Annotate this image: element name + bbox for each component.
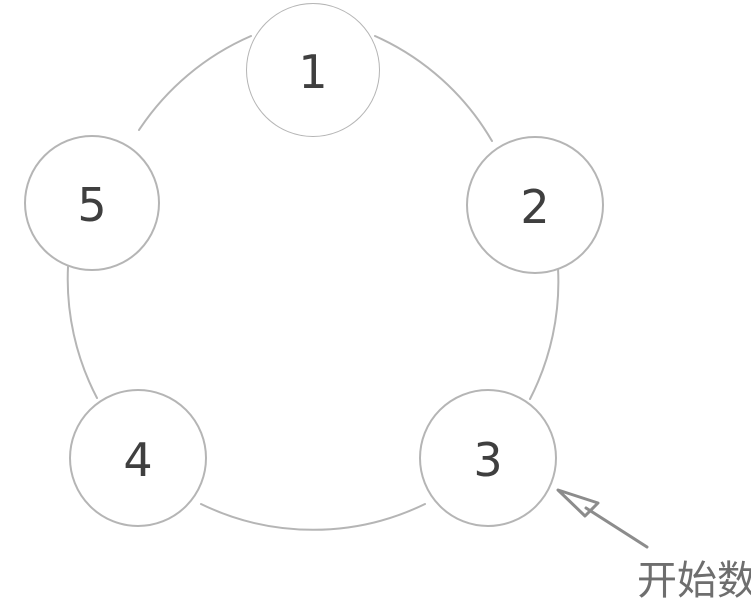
node-5-label: 5: [77, 178, 106, 232]
node-4-circle[interactable]: [69, 389, 207, 527]
node-2[interactable]: 2: [466, 136, 604, 274]
edge-4-to-5: [66, 266, 98, 399]
node-1[interactable]: 1: [246, 3, 380, 137]
start-pointer-arrow-shaft: [584, 506, 649, 549]
edge-2-to-3: [529, 267, 560, 400]
start-pointer-label: 开始数: [637, 558, 751, 603]
node-4-label: 4: [123, 433, 152, 487]
edge-group: [66, 35, 560, 531]
node-1-circle-geom: [247, 4, 379, 136]
edge-1-to-2: [374, 35, 493, 142]
node-2-circle[interactable]: [466, 136, 604, 274]
node-3-label: 3: [473, 433, 502, 487]
start-pointer-arrow-head: [556, 488, 600, 518]
node-2-label: 2: [520, 180, 549, 234]
start-pointer-annotation: 开始数: [556, 488, 751, 603]
node-1-label: 1: [298, 45, 327, 99]
node-3-circle[interactable]: [419, 389, 557, 527]
edge-5-to-1: [138, 35, 252, 131]
node-5-circle[interactable]: [24, 135, 160, 271]
node-5[interactable]: 5: [24, 135, 160, 271]
node-3[interactable]: 3: [419, 389, 557, 527]
node-4[interactable]: 4: [69, 389, 207, 527]
edge-3-to-4: [200, 503, 426, 531]
